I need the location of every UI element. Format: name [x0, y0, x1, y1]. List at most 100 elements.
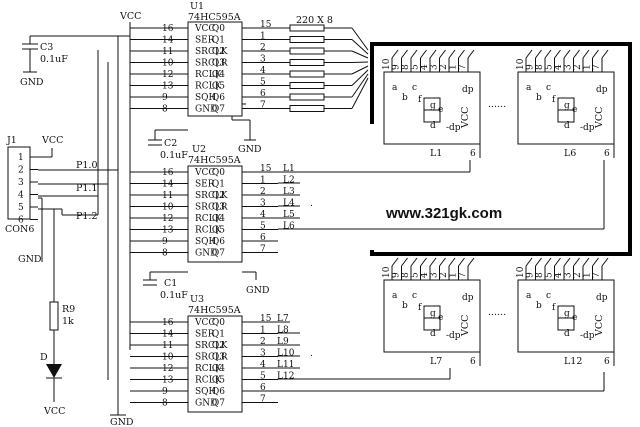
- segment-label: -dp: [446, 331, 461, 341]
- seven-segment-display: [517, 279, 615, 353]
- c2-ref: C2: [164, 138, 177, 149]
- u3-pin-num-left: 11: [162, 341, 173, 351]
- display-pin-num: 8: [535, 64, 545, 70]
- u2-pin-name-left: SRCLR: [195, 203, 228, 213]
- u2-pin-name-right: Q3: [212, 203, 225, 213]
- display-pin-num: 8: [535, 272, 545, 278]
- segment-label: b: [536, 301, 542, 311]
- u2-pin-name-left: VCC: [194, 168, 215, 178]
- dots-bottom: ......: [488, 307, 506, 318]
- dots-top: ......: [488, 99, 506, 110]
- display-pin-num: 9: [392, 64, 402, 70]
- ellipsis: .: [310, 198, 313, 209]
- output-line-label: L11: [277, 360, 294, 370]
- display-pin-num: 1: [583, 272, 593, 278]
- display-pin-num: 1: [449, 272, 459, 278]
- segment-label: b: [536, 93, 542, 103]
- u2-pin-num-right: 15: [260, 164, 272, 174]
- u2-ref: U2: [192, 144, 206, 155]
- u3-pin-name-left: RCLK: [195, 376, 222, 386]
- display-pin6: 6: [470, 357, 476, 367]
- segment-label: d: [430, 329, 436, 339]
- u1-pin-name-right: Q0: [212, 24, 225, 34]
- display-pin-num: 7: [592, 64, 602, 70]
- display-pin-num: 5: [411, 272, 421, 278]
- u2-pin-num-left: 10: [162, 203, 174, 213]
- display-pin-num: 10: [382, 266, 392, 278]
- u3-pin-name-right: Q2: [212, 341, 225, 351]
- u3-pin-num-left: 8: [162, 399, 168, 409]
- c3-value: 0.1uF: [40, 54, 68, 65]
- segment-label: b: [402, 93, 408, 103]
- u1-pin-name-right: Q7: [212, 105, 225, 115]
- u2-pin-name-right: Q2: [212, 191, 225, 201]
- segment-label: a: [392, 291, 398, 301]
- u1-pin-name-left: SRCLR: [195, 59, 228, 69]
- u2-pin-num-left: 16: [162, 168, 174, 178]
- output-line-label: L5: [283, 210, 295, 220]
- j1-pin-num: 6: [18, 216, 24, 226]
- u3-pin-name-right: Q6: [212, 387, 225, 397]
- segment-label: dp: [462, 293, 474, 303]
- c1-ref: C1: [164, 278, 177, 289]
- u1-part: 74HC595A: [188, 12, 241, 23]
- led-vcc: VCC: [43, 406, 65, 417]
- u3-ref: U3: [190, 294, 204, 305]
- u3-pin-num-right: 2: [260, 337, 266, 347]
- led-ref: D: [40, 352, 48, 363]
- u1-pin-name-left: SQH: [195, 93, 217, 103]
- u2-pin-num-left: 8: [162, 249, 168, 259]
- u3-pin-num-left: 9: [162, 387, 168, 397]
- r9-value: 1k: [62, 316, 74, 327]
- display-pin-num: 2: [439, 64, 449, 70]
- ellipsis: .: [310, 348, 313, 359]
- u1-pin-num-right: 2: [260, 43, 266, 53]
- resistor-array-label: 220 X 8: [296, 15, 333, 26]
- resistor: [289, 70, 325, 78]
- c1-value: 0.1uF: [160, 290, 188, 301]
- u1-pin-name-left: SRCLK: [195, 47, 228, 57]
- segment-label: e: [572, 105, 577, 115]
- resistor: [289, 59, 325, 66]
- u1-pin-num-right: 3: [260, 55, 266, 65]
- u2-pin-name-right: Q0: [212, 168, 225, 178]
- seven-segment-display: [383, 71, 481, 145]
- display-pin-num: 4: [420, 64, 430, 70]
- u3-pin-name-left: VCC: [194, 318, 215, 328]
- u2-pin-name-right: Q7: [212, 249, 225, 259]
- resistor: [289, 82, 325, 89]
- u2-pin-num-right: 4: [260, 210, 266, 220]
- u1-pin-num-right: 1: [260, 32, 266, 42]
- display-pin-num: 4: [554, 64, 564, 70]
- segment-label: e: [438, 313, 443, 323]
- c3-gnd: GND: [20, 77, 44, 88]
- u3-pin-num-right: 3: [260, 349, 266, 359]
- u3-pin-num-right: 7: [260, 395, 266, 405]
- display-pin-num: 8: [401, 272, 411, 278]
- u2-pin-name-right: Q1: [212, 180, 225, 190]
- c2-value: 0.1uF: [160, 150, 188, 161]
- u2-pin-num-right: 3: [260, 199, 266, 209]
- segment-label: dp: [596, 293, 608, 303]
- u1-pin-num-right: 4: [260, 66, 266, 76]
- display-pin-num: 10: [382, 58, 392, 70]
- output-line-label: L10: [277, 349, 295, 359]
- j1-pin-num: 3: [18, 178, 24, 188]
- output-line-label: L9: [277, 337, 289, 347]
- j1-pin-num: 5: [18, 203, 24, 213]
- u2-pin-num-right: 7: [260, 245, 266, 255]
- u1-pin-name-right: Q3: [212, 59, 225, 69]
- u2-pin-num-left: 12: [162, 214, 173, 224]
- segment-label: a: [526, 83, 532, 93]
- u3-pin-num-right: 1: [260, 326, 266, 336]
- segment-label: e: [438, 105, 443, 115]
- display-pin-num: 9: [526, 64, 536, 70]
- u2-pin-name-left: SQH: [195, 237, 217, 247]
